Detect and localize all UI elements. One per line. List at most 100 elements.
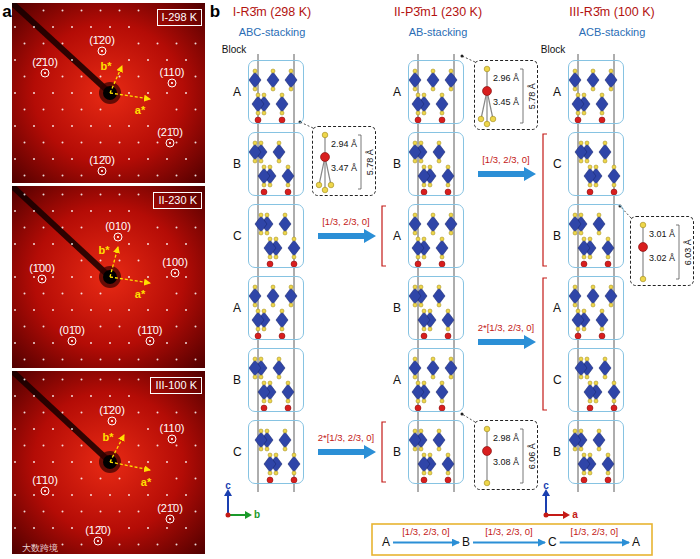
phase-tag: I-298 K [162,11,197,24]
bond-length: 3.01 Å [649,229,675,239]
bragg-spot [147,428,149,430]
octahedron [599,360,611,376]
bond-length: 5.78 Å [527,83,537,109]
cation-atom [421,477,427,483]
indexed-spot [101,50,103,52]
bragg-spot [43,445,45,447]
bragg-spot [62,142,64,144]
bragg-spot [100,359,102,361]
inset-leader [462,414,475,422]
axis-arrow [227,495,229,515]
octahedron [249,144,261,160]
indexed-spot-ring [108,417,116,425]
bragg-spot [195,544,197,546]
halide-atom [253,159,257,163]
halide-atom [416,93,420,97]
stacking-label: AB-stacking [409,26,468,39]
bragg-spot [166,59,168,61]
bond [324,157,325,190]
bragg-spot [166,527,168,529]
octahedron [418,456,430,472]
halide-atom [259,141,263,145]
sequence-arrow [393,542,459,544]
bragg-spot [71,92,73,94]
bragg-spot [24,293,26,295]
bragg-spot [119,260,121,262]
halide-atom [606,255,610,259]
cation-atom [279,333,285,339]
halide-atom [576,93,580,97]
inset-leader-dot [461,413,464,416]
bragg-spot [185,309,187,311]
bragg-spot [90,461,92,463]
halide-atom [259,213,263,217]
miller-index: (12̄0) [85,524,111,537]
halide-atom [265,231,269,235]
indexed-spot-ring [68,337,76,345]
halide-atom [268,471,272,475]
halide-atom [428,327,432,331]
octahedron [569,216,581,232]
shift-vector: [1/3, 2/3, 0] [570,526,620,537]
cation-atom [267,477,273,483]
halide-atom [292,255,296,259]
halide-atom [576,309,580,313]
miller-index: (1̄10) [32,474,58,487]
bragg-spot [195,445,197,447]
halide-atom [256,327,260,331]
octahedron [249,360,261,376]
bragg-spot [166,494,168,496]
octahedron [572,312,584,328]
halide-atom [446,471,450,475]
bragg-spot [33,461,35,463]
bragg-spot [128,210,130,212]
bragg-spot [81,293,83,295]
bragg-spot [128,309,130,311]
octahedron [258,384,270,400]
phase-title: II-P3̄m1 (230 K) [394,5,482,19]
octahedron [442,312,454,328]
halide-atom [413,69,417,73]
block-letter: C [553,157,562,171]
cation-atom [599,333,605,339]
stacking-block: C [568,132,624,196]
bragg-spot [52,342,54,344]
octahedron [412,384,424,400]
miller-index: (2̄10) [32,56,58,69]
bragg-spot [195,326,197,328]
halide-atom [268,183,272,187]
octahedron [409,72,421,88]
halide-atom [274,471,278,475]
halide-atom [292,471,296,475]
octahedron [276,312,288,328]
bragg-spot [138,10,140,12]
halide-atom [253,375,257,379]
bragg-spot [62,445,64,447]
indexed-spot-ring [166,515,174,523]
indexed-spot [117,236,119,238]
bragg-spot [157,142,159,144]
halide-atom [588,381,592,385]
halide-atom [268,381,272,385]
halide-atom [271,303,275,307]
bragg-spot [185,243,187,245]
bragg-spot [14,342,16,344]
bragg-spot [147,125,149,127]
indexed-spot-ring [98,167,106,175]
bragg-spot [71,494,73,496]
halide-atom [259,357,263,361]
perovskite-layer [569,213,614,267]
bragg-spot [81,511,83,513]
bragg-spot [195,478,197,480]
indexed-spot [44,72,46,74]
halide-atom [422,255,426,259]
stacking-label: ACB-stacking [579,26,646,39]
halide-atom [413,303,417,307]
axis-label: a [572,509,578,521]
halide-atom [422,453,426,457]
stacking-block: C [248,204,304,268]
reciprocal-vector [110,93,150,99]
reciprocal-vector [110,277,150,283]
bragg-spot [166,309,168,311]
halide-atom [573,87,577,91]
